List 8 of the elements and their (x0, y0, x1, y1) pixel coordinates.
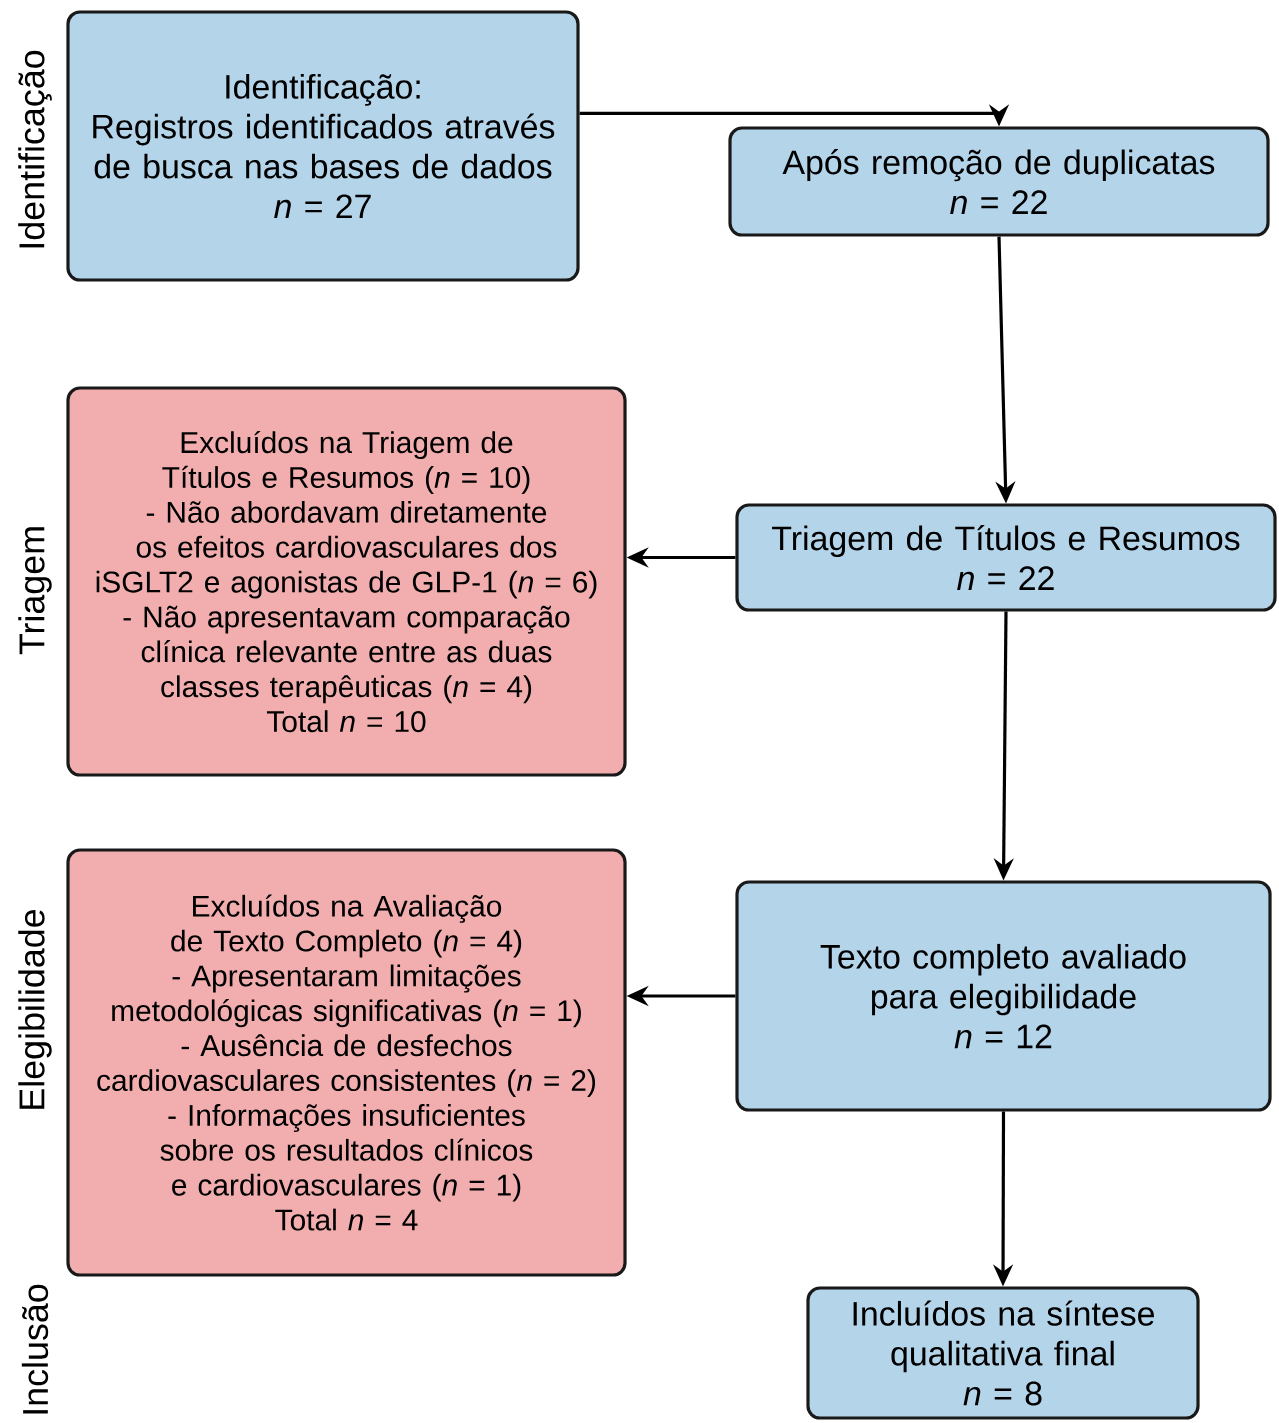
process-box: Triagem de Títulos e Resumos n = 22 (735, 503, 1277, 612)
stage-label: Inclusão (21, 1284, 49, 1414)
exclusion-box: Excluídos na Avaliação de Texto Completo (n = 4) - Apresentaram limitações metodológicas significativas (n = 1) - Ausência de desfechos cardiovasculares consistentes (n = 2) - Informações insuficientes sobre os resultados clínicos e cardiovasculares (n = 1) Total n = 4 (66, 848, 627, 1277)
exclusion-box: Excluídos na Triagem de Títulos e Resumos (n = 10) - Não abordavam diretamente os efeitos cardiovasculares dos iSGLT2 e agonistas de GLP-1 (n = 6) - Não apresentavam comparação clínica relevante entre as duas classes terapêuticas (n = 4) Total n = 10 (66, 386, 627, 777)
process-box: Texto completo avaliado para elegibilidade n = 12 (735, 880, 1272, 1112)
process-box: Após remoção de duplicatas n = 22 (728, 126, 1270, 237)
process-box: Identificação: Registros identificados através de busca nas bases de dados n = 27 (66, 10, 580, 282)
process-box: Incluídos na síntese qualitativa final n = 8 (806, 1286, 1200, 1420)
